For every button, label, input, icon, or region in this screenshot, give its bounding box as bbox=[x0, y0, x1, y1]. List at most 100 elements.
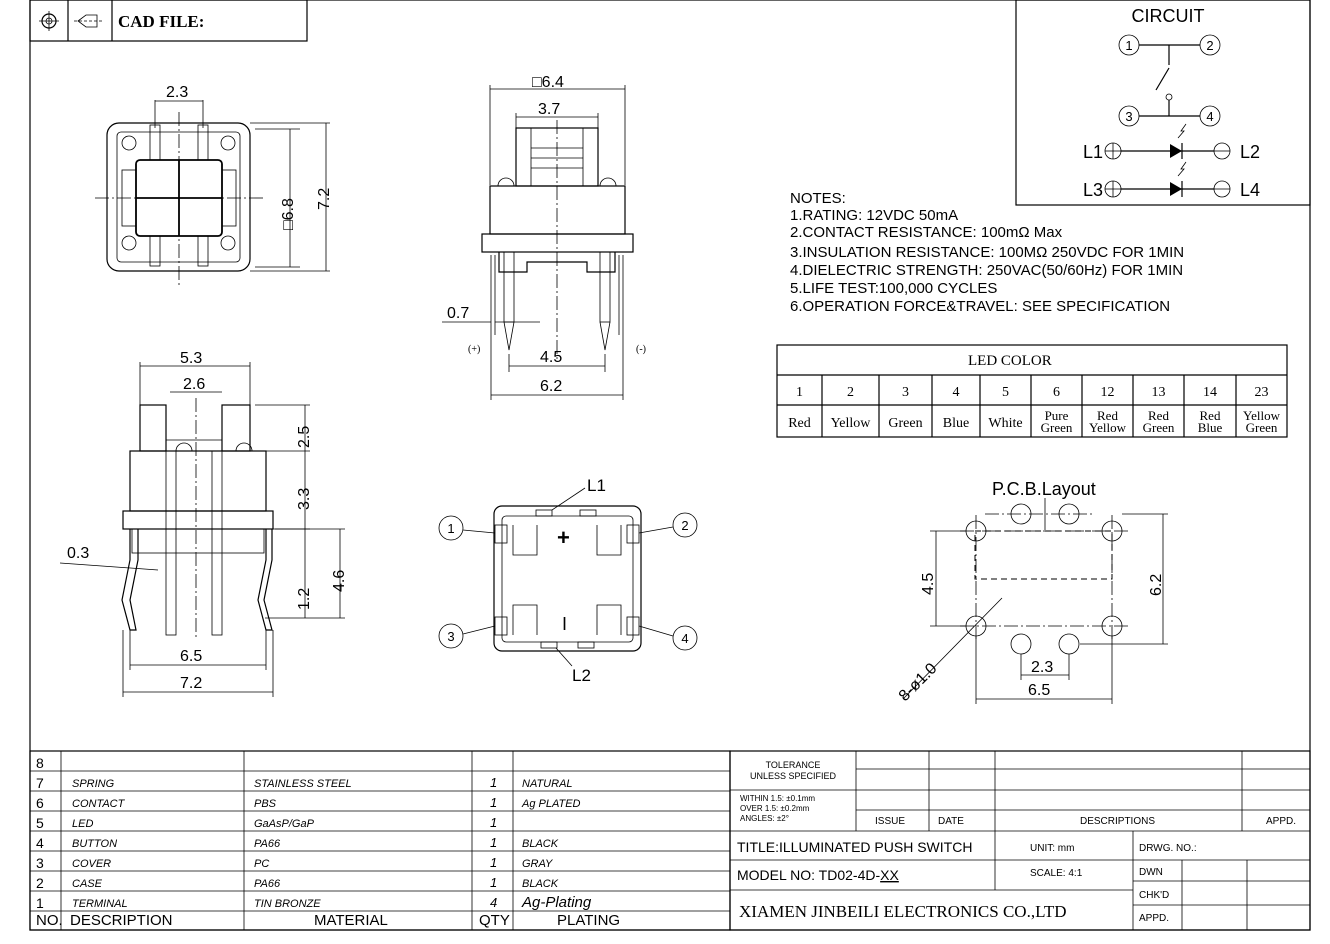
cad-file-label: CAD FILE: bbox=[118, 12, 204, 31]
bom-row-number: 2 bbox=[36, 875, 44, 891]
projection-angle-icon bbox=[74, 14, 102, 28]
top-view: 2.3 □6.8 7.2 bbox=[95, 84, 333, 285]
bom-row-description: CONTACT bbox=[72, 798, 126, 810]
led-color-name: Red bbox=[1148, 408, 1169, 423]
led-code: 12 bbox=[1101, 385, 1115, 400]
dim-label: 4.5 bbox=[920, 573, 937, 595]
bom-row-material: GaAsP/GaP bbox=[254, 818, 315, 830]
dim-label: 6.2 bbox=[1148, 574, 1165, 596]
model-suffix: XX bbox=[880, 867, 899, 883]
led-color-name: Yellow bbox=[831, 416, 872, 431]
tolerance-over: OVER 1.5: ±0.2mm bbox=[740, 804, 810, 813]
bom-row-plating: BLACK bbox=[522, 878, 559, 890]
bom-row-material: PBS bbox=[254, 798, 277, 810]
bom-row-plating: Ag-Plating bbox=[521, 894, 592, 911]
notes-block: NOTES: 1.RATING: 12VDC 50mA 2.CONTACT RE… bbox=[790, 190, 1184, 315]
tolerance-within: WITHIN 1.5: ±0.1mm bbox=[740, 794, 815, 803]
bom-row-plating: NATURAL bbox=[522, 778, 573, 790]
bottom-pin-4: 4 bbox=[681, 631, 688, 646]
led-color-name: White bbox=[988, 416, 1022, 431]
tolerance-label: UNLESS SPECIFIED bbox=[750, 771, 837, 781]
circuit-pin-2: 2 bbox=[1206, 38, 1213, 53]
bottom-l2-label: L2 bbox=[572, 666, 591, 685]
circuit-led-l4: L4 bbox=[1240, 180, 1260, 200]
bom-row-description: TERMINAL bbox=[72, 898, 128, 910]
dim-label: 0.7 bbox=[447, 305, 469, 322]
bom-row-qty: 1 bbox=[490, 775, 497, 790]
dim-label: 2.3 bbox=[166, 84, 188, 101]
bottom-pin-3: 3 bbox=[447, 629, 454, 644]
bom-row-number: 7 bbox=[36, 775, 44, 791]
dim-label: 7.2 bbox=[316, 188, 333, 210]
bom-row-qty: 1 bbox=[490, 815, 497, 830]
model-prefix: MODEL NO: TD02-4D- bbox=[737, 867, 880, 883]
circuit-pin-4: 4 bbox=[1206, 109, 1213, 124]
led-color-name: Yellow bbox=[1243, 408, 1281, 423]
checked-label: CHK'D bbox=[1139, 890, 1169, 901]
bom-header-plating: PLATING bbox=[557, 912, 620, 929]
company-name: XIAMEN JINBEILI ELECTRONICS CO.,LTD bbox=[739, 902, 1067, 921]
bom-row-qty: 1 bbox=[490, 875, 497, 890]
bom-row-material: STAINLESS STEEL bbox=[254, 778, 352, 790]
notes-heading: NOTES: bbox=[790, 190, 846, 207]
led-code: 14 bbox=[1203, 385, 1217, 400]
circuit-pin-1: 1 bbox=[1125, 38, 1132, 53]
led-color-name: Green bbox=[1246, 420, 1278, 435]
bom-row-qty: 1 bbox=[490, 835, 497, 850]
dim-label: 2.5 bbox=[296, 426, 313, 448]
circuit-pin-3: 3 bbox=[1125, 109, 1132, 124]
polarity-minus-mark: I bbox=[562, 614, 567, 634]
bom-row-number: 1 bbox=[36, 895, 44, 911]
note-line: 5.LIFE TEST:100,000 CYCLES bbox=[790, 280, 997, 297]
circuit-diagram: CIRCUIT 1 2 3 4 L1 L2 L3 L4 bbox=[1015, 0, 1311, 206]
bom-header-no: NO. bbox=[36, 912, 63, 929]
dwn-label: DWN bbox=[1139, 867, 1163, 878]
note-line: 4.DIELECTRIC STRENGTH: 250VAC(50/60Hz) F… bbox=[790, 262, 1183, 279]
model-number: MODEL NO: TD02-4D-XX bbox=[737, 867, 899, 883]
bom-row-qty: 1 bbox=[490, 795, 497, 810]
note-line: 1.RATING: 12VDC 50mA bbox=[790, 207, 958, 224]
dim-label: 2.3 bbox=[1031, 659, 1053, 676]
dim-label: 0.3 bbox=[67, 545, 89, 562]
led-color-name: Red bbox=[788, 416, 811, 431]
dim-label: 6.5 bbox=[1028, 682, 1050, 699]
bottom-pin-2: 2 bbox=[681, 518, 688, 533]
bom-row-material: PA66 bbox=[254, 838, 281, 850]
bom-row-number: 5 bbox=[36, 815, 44, 831]
dim-label: 5.3 bbox=[180, 350, 202, 367]
scale-label: SCALE: 4:1 bbox=[1030, 868, 1083, 879]
led-color-name: Green bbox=[1041, 420, 1073, 435]
appd-label: APPD. bbox=[1266, 816, 1296, 827]
bottom-l1-label: L1 bbox=[587, 476, 606, 495]
date-label: DATE bbox=[938, 816, 964, 827]
led-color-name: Yellow bbox=[1089, 420, 1127, 435]
drawing-number-label: DRWG. NO.: bbox=[1139, 843, 1197, 854]
bom-header-material: MATERIAL bbox=[314, 912, 388, 929]
led-color-name: Red bbox=[1200, 408, 1221, 423]
led-code: 6 bbox=[1053, 385, 1060, 400]
descriptions-label: DESCRIPTIONS bbox=[1080, 816, 1155, 827]
bom-row-plating: BLACK bbox=[522, 838, 559, 850]
title-block: TOLERANCE UNLESS SPECIFIED WITHIN 1.5: ±… bbox=[729, 750, 1311, 931]
drawing-title: TITLE:ILLUMINATED PUSH SWITCH bbox=[737, 839, 972, 855]
dim-label: 6.2 bbox=[540, 378, 562, 395]
bom-header-qty: QTY bbox=[479, 912, 510, 929]
led-color-table: LED COLOR 1Red2Yellow3Green4Blue5White6P… bbox=[776, 344, 1288, 438]
bom-row-plating: Ag PLATED bbox=[521, 798, 581, 810]
dim-label: 4.6 bbox=[331, 570, 348, 592]
dim-label: □6.4 bbox=[532, 74, 564, 91]
dim-label: 2.6 bbox=[183, 376, 205, 393]
tolerance-angles: ANGLES: ±2° bbox=[740, 814, 789, 823]
led-color-name: Blue bbox=[1198, 420, 1223, 435]
led-code: 5 bbox=[1002, 385, 1009, 400]
led-color-name: Green bbox=[888, 416, 922, 431]
bom-row-qty: 1 bbox=[490, 855, 497, 870]
dim-label: □6.8 bbox=[280, 198, 297, 230]
dim-label: 1.2 bbox=[296, 588, 313, 610]
dim-label: 8-ø1.0 bbox=[896, 660, 941, 705]
circuit-title: CIRCUIT bbox=[1132, 6, 1205, 26]
bom-row-material: TIN BRONZE bbox=[254, 898, 321, 910]
issue-label: ISSUE bbox=[875, 816, 905, 827]
